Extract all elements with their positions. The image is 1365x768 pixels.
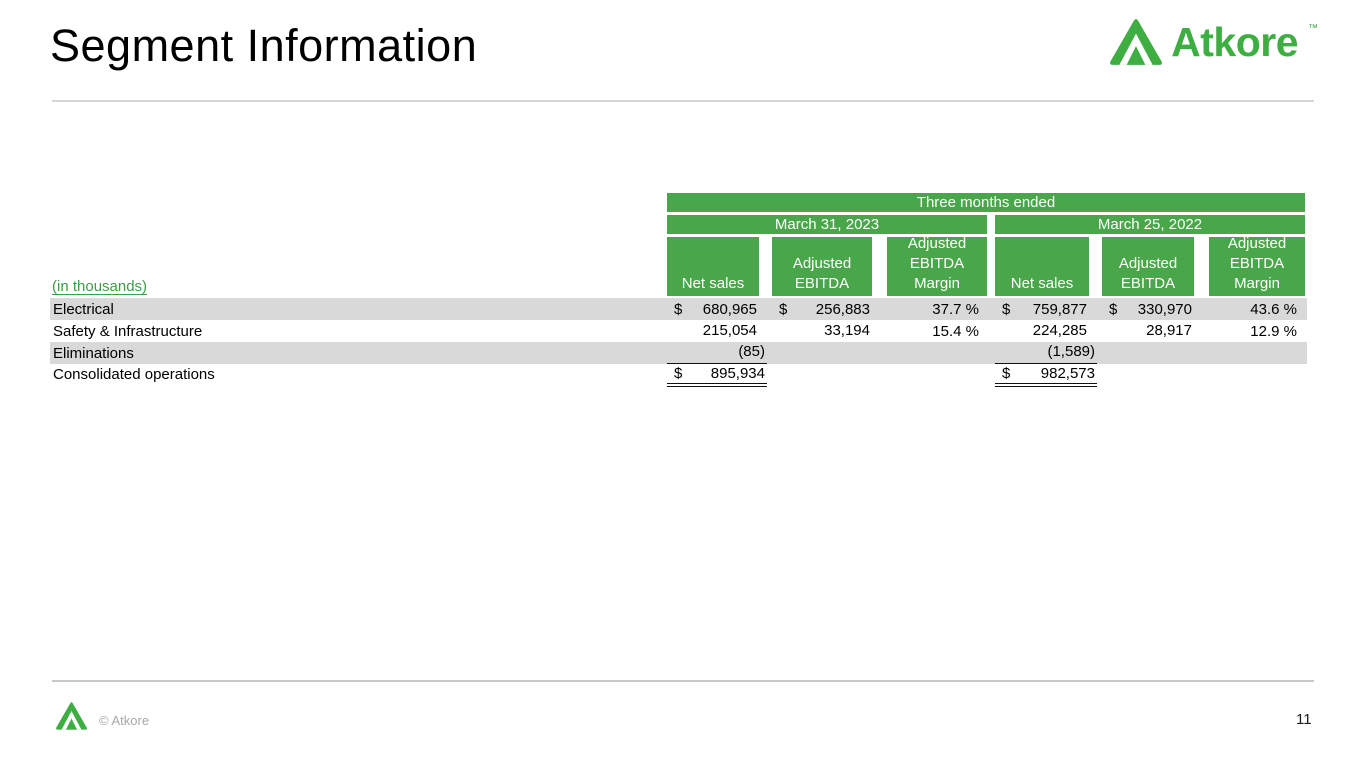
cell-value: 982,573 [1040,365,1095,382]
segment-table: Three months ended March 31, 2023 March … [50,193,1307,387]
trademark-symbol: ™ [1308,23,1318,34]
atkore-triangle-icon [56,702,87,730]
atkore-logo: Atkore ™ [1110,19,1318,65]
copyright-text: © Atkore [99,713,150,728]
header-divider [52,100,1314,102]
table-cell: $680,965 [667,298,759,320]
span-header-three-months-ended: Three months ended [667,193,1305,212]
period-header-2023: March 31, 2023 [667,215,987,234]
footer-divider [52,680,1314,682]
dollar-sign: $ [674,365,683,382]
table-cell: 28,917 [1146,322,1192,339]
table-cell: (85) [667,342,767,364]
table-cell: 15.4 % [932,322,979,340]
cell-value: 256,883 [815,300,870,318]
dollar-sign: $ [674,300,683,318]
table-row-eliminations: Eliminations (85) (1,589) [50,342,1307,364]
cell-value: 680,965 [702,300,757,318]
table-cell: $895,934 [667,364,767,387]
page-title: Segment Information [50,20,478,71]
footer-atkore-icon [56,702,87,735]
col-header-net-sales-2023: Net sales [667,237,759,296]
row-label: Eliminations [53,344,134,362]
dollar-sign: $ [779,300,788,318]
table-row-electrical: Electrical $680,965 $256,883 37.7 % $759… [50,298,1307,320]
col-header-adj-ebitda-margin-2022: Adjusted EBITDA Margin [1209,235,1305,296]
row-label: Electrical [53,300,114,318]
cell-value: 759,877 [1032,300,1087,318]
table-row-safety-infrastructure: Safety & Infrastructure 215,054 33,194 1… [50,320,1307,342]
row-label: Safety & Infrastructure [53,322,203,340]
table-cell: 33,194 [824,322,870,339]
page-number: 11 [1296,711,1312,728]
table-cell: 224,285 [1032,322,1087,339]
table-row-consolidated-operations: Consolidated operations $895,934 $982,57… [50,364,1307,387]
atkore-triangle-icon [1110,19,1163,65]
table-cell: $256,883 [772,298,872,320]
dollar-sign: $ [1002,300,1011,318]
row-label: Consolidated operations [53,365,215,383]
dollar-sign: $ [1109,300,1118,318]
col-header-adj-ebitda-2022: Adjusted EBITDA [1102,237,1194,296]
table-header: Three months ended March 31, 2023 March … [50,193,1307,296]
units-label: (in thousands) [52,278,148,295]
table-cell: 43.6 % [1250,300,1297,318]
atkore-wordmark: Atkore [1171,18,1298,65]
table-cell: $759,877 [995,298,1089,320]
table-cell: (1,589) [995,342,1097,364]
period-header-2022: March 25, 2022 [995,215,1305,234]
col-header-adj-ebitda-2023: Adjusted EBITDA [772,237,872,296]
cell-value: 330,970 [1137,300,1192,318]
col-header-adj-ebitda-margin-2023: Adjusted EBITDA Margin [887,235,987,296]
table-cell: 12.9 % [1250,322,1297,340]
table-cell: $330,970 [1102,298,1194,320]
table-cell: 215,054 [702,322,757,339]
cell-value: 895,934 [710,365,765,382]
col-header-net-sales-2022: Net sales [995,237,1089,296]
dollar-sign: $ [1002,365,1011,382]
table-cell: $982,573 [995,364,1097,387]
table-cell: 37.7 % [932,300,979,318]
